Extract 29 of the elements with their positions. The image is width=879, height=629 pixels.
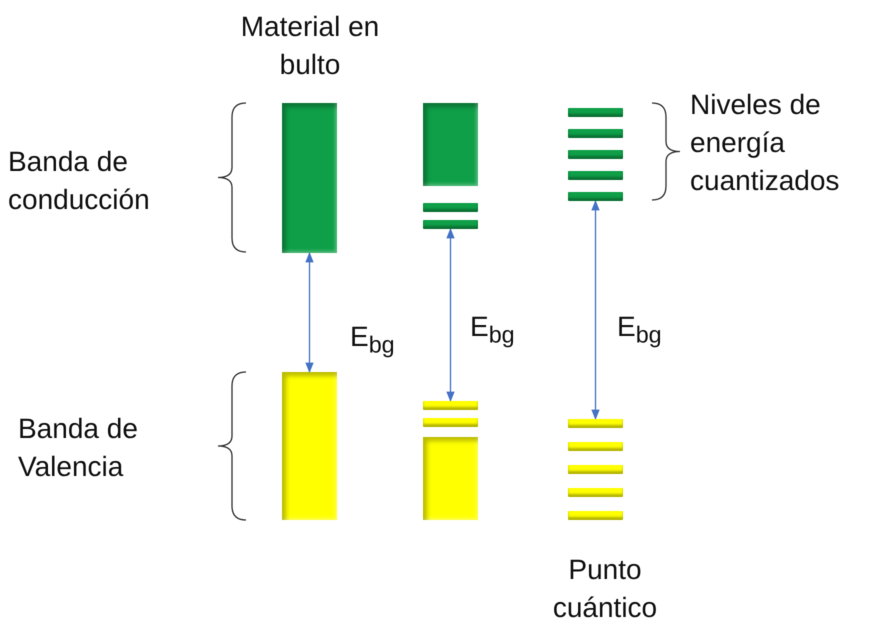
energy-level-bar <box>568 129 623 138</box>
bracket-label: Banda de conducción <box>8 145 151 217</box>
energy-level-bar <box>568 419 623 428</box>
energy-band <box>423 103 478 186</box>
energy-level-bar <box>568 465 623 474</box>
bracket-label: Banda de Valencia <box>18 412 139 484</box>
edge-label: E$_{bg}$ <box>350 320 395 360</box>
column-heading: Material en bulto <box>240 10 380 82</box>
energy-band <box>282 103 337 253</box>
energy-band <box>423 437 478 520</box>
double-arrow <box>446 228 455 402</box>
energy-level-bar <box>568 442 623 451</box>
bracket-label: Niveles de energía cuantizados <box>690 88 840 198</box>
energy-level-bar <box>568 488 623 497</box>
column-heading: Punto cuántico <box>552 553 658 625</box>
energy-level-bar <box>568 171 623 180</box>
energy-level-bar <box>568 192 623 201</box>
edge-label: E$_{bg}$ <box>470 310 515 350</box>
energy-level-bar <box>423 401 478 410</box>
energy-band <box>282 372 337 520</box>
double-arrow <box>305 252 314 374</box>
energy-level-bar <box>568 150 623 159</box>
energy-level-bar <box>423 220 478 229</box>
energy-level-bar <box>568 511 623 520</box>
energy-level-bar <box>568 108 623 117</box>
energy-level-bar <box>423 418 478 427</box>
energy-level-bar <box>423 203 478 212</box>
double-arrow <box>591 200 600 420</box>
edge-label: E$_{bg}$ <box>617 310 662 350</box>
